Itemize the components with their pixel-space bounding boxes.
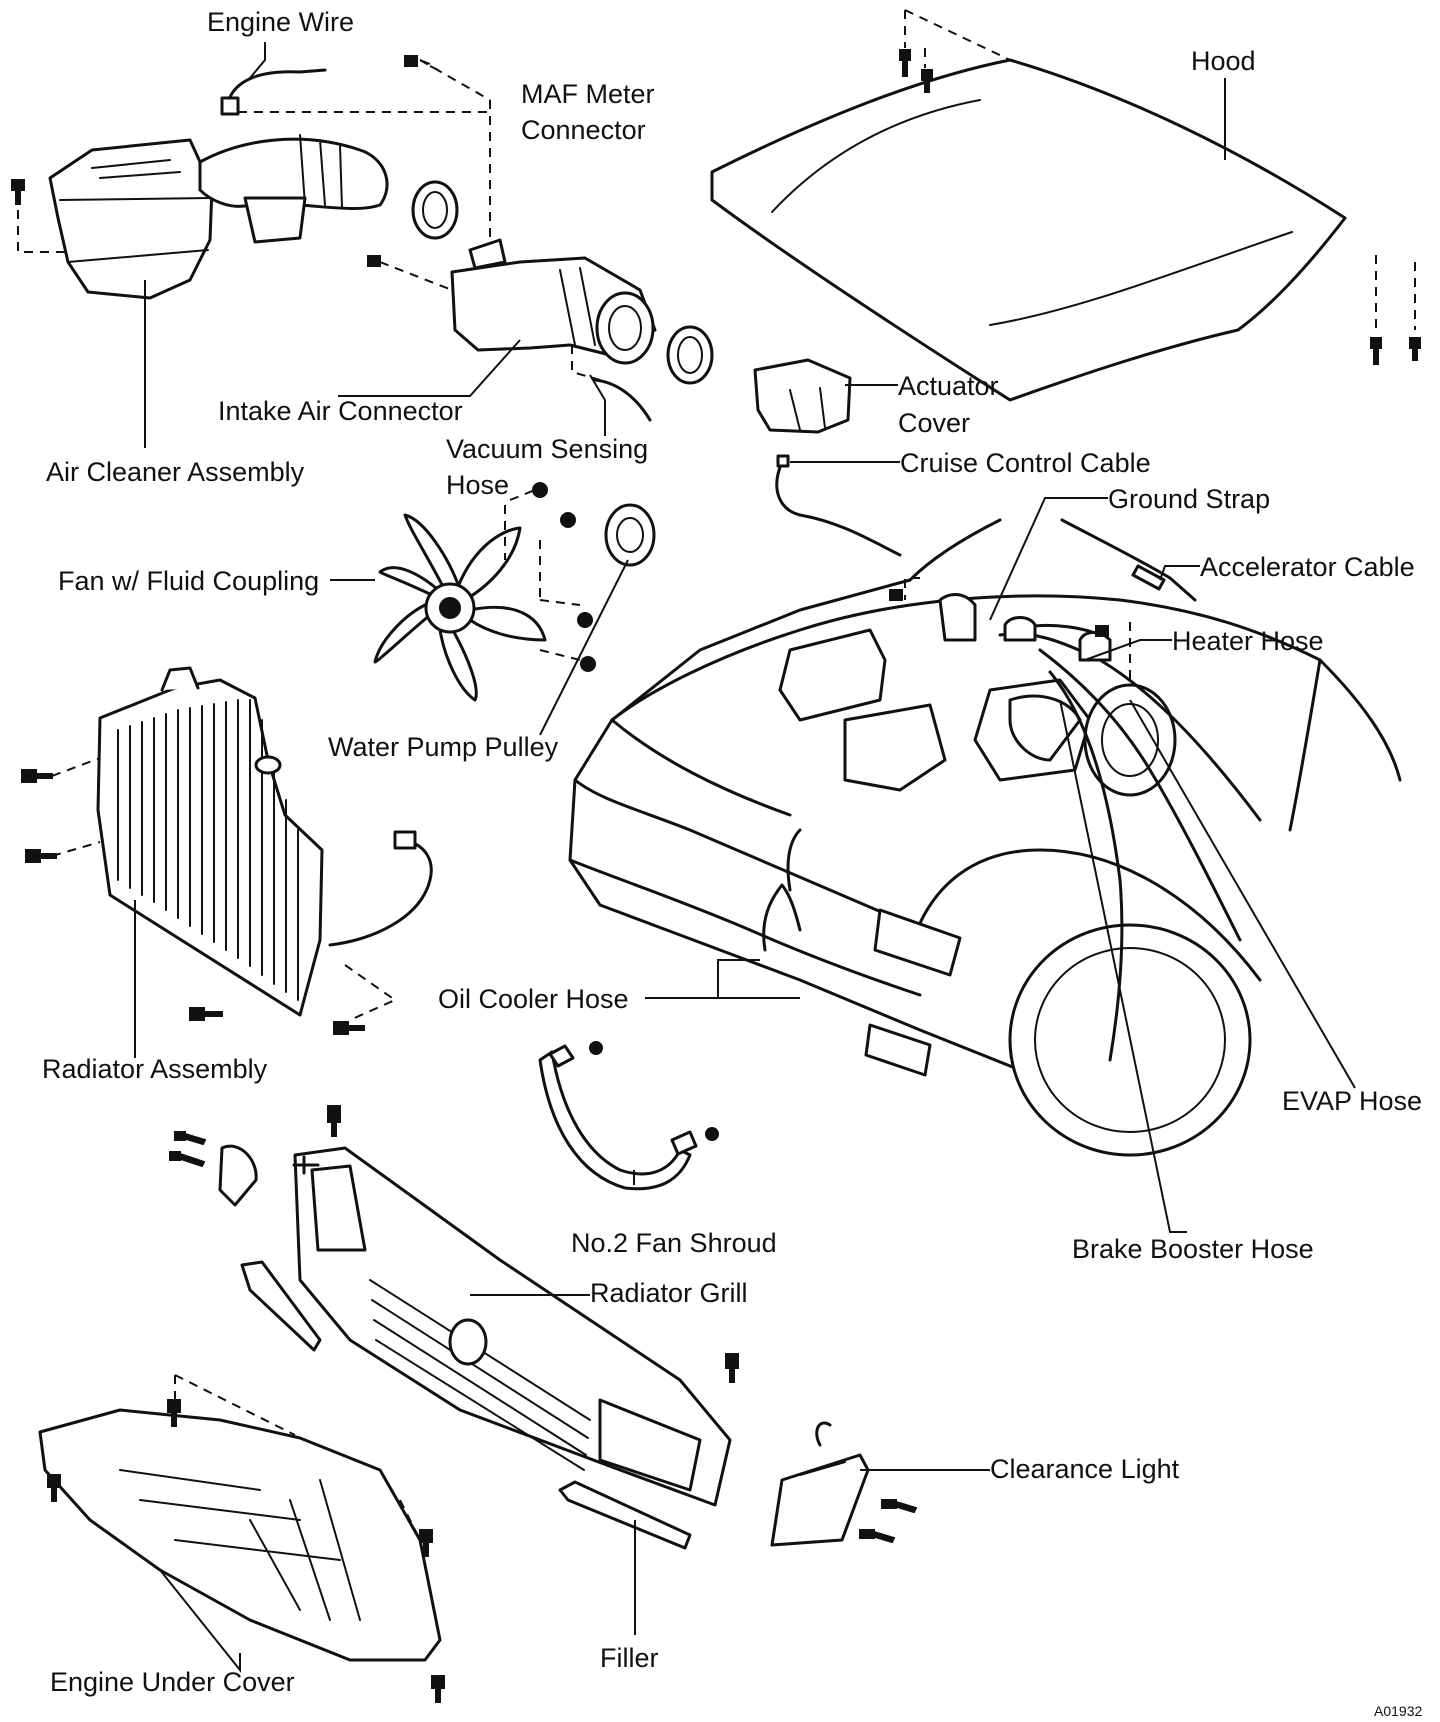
no2-fan-shroud-part <box>538 1041 719 1191</box>
grill-bolt-icon <box>327 1105 341 1137</box>
intake-bolt-icon <box>367 255 381 267</box>
fan-nut-icon <box>560 512 576 528</box>
under-cover-bolt-icon <box>431 1675 445 1703</box>
grill-bolt-icon <box>725 1353 739 1383</box>
grill-side-molding-part <box>240 1260 322 1352</box>
label-intake-air-connector: Intake Air Connector <box>218 396 463 426</box>
label-vacuum-sensing-hose-line1: Vacuum Sensing <box>446 434 648 464</box>
clearance-light-part <box>770 1421 918 1547</box>
radiator-grill-part <box>169 1105 739 1507</box>
part-labels: Engine Wire MAF Meter Connector Hood Int… <box>42 7 1422 1719</box>
actuator-cover-part <box>753 358 852 434</box>
label-clearance-light: Clearance Light <box>990 1454 1180 1484</box>
label-radiator-grill: Radiator Grill <box>590 1278 748 1308</box>
label-engine-under-cover: Engine Under Cover <box>50 1667 295 1697</box>
label-oil-cooler-hose: Oil Cooler Hose <box>438 984 629 1014</box>
vehicle-bolt-icon <box>889 589 903 601</box>
air-cleaner-bolt-icon <box>11 179 25 205</box>
label-radiator-assembly: Radiator Assembly <box>42 1054 268 1084</box>
label-actuator-cover-line1: Actuator <box>898 371 999 401</box>
fan-nut-icon <box>532 482 548 498</box>
hood-bolt-icon <box>921 69 933 93</box>
water-pump-pulley-part <box>604 503 656 567</box>
vehicle-bolt-icon <box>1095 625 1109 637</box>
label-fan-fluid-coupling: Fan w/ Fluid Coupling <box>58 566 319 596</box>
under-cover-bolt-icon <box>47 1474 61 1502</box>
fan-nut-icon <box>580 656 596 672</box>
hose-clamp-lower-part <box>666 325 714 385</box>
label-evap-hose: EVAP Hose <box>1282 1086 1422 1116</box>
air-cleaner-assembly-part <box>11 134 389 300</box>
hood-bolt-icon <box>1370 337 1382 365</box>
label-air-cleaner-assembly: Air Cleaner Assembly <box>46 457 305 487</box>
label-accelerator-cable: Accelerator Cable <box>1200 552 1415 582</box>
hood-part <box>710 9 1421 402</box>
fan-fluid-coupling-part <box>373 482 596 702</box>
radiator-bolt-icon <box>189 1007 223 1021</box>
leader-lines <box>134 42 1356 1673</box>
figure-code: A01932 <box>1374 1703 1422 1719</box>
label-water-pump-pulley: Water Pump Pulley <box>328 732 559 762</box>
clearance-light-screw-icon <box>881 1499 918 1514</box>
label-brake-booster-hose: Brake Booster Hose <box>1072 1234 1314 1264</box>
hood-bolt-icon <box>899 49 911 77</box>
shroud-nut-icon <box>589 1041 603 1055</box>
accelerator-cable-part <box>1060 518 1197 602</box>
label-cruise-control-cable: Cruise Control Cable <box>900 448 1151 478</box>
clearance-light-screw-icon <box>859 1529 896 1544</box>
label-vacuum-sensing-hose-line2: Hose <box>446 470 509 500</box>
label-no2-fan-shroud: No.2 Fan Shroud <box>571 1228 777 1258</box>
under-cover-bolt-icon <box>167 1399 181 1427</box>
hose-clamp-upper-part <box>411 180 459 240</box>
label-filler: Filler <box>600 1643 659 1673</box>
vehicle-front-part <box>568 518 1402 1157</box>
radiator-bolt-icon <box>25 849 57 863</box>
under-cover-bolt-icon <box>419 1529 433 1557</box>
shroud-nut-icon <box>705 1127 719 1141</box>
label-ground-strap: Ground Strap <box>1108 484 1270 514</box>
radiator-assembly-part <box>21 666 433 1035</box>
radiator-bolt-icon <box>21 769 53 783</box>
label-hood: Hood <box>1191 46 1256 76</box>
label-maf-meter-connector-line2: Connector <box>521 115 646 145</box>
label-engine-wire: Engine Wire <box>207 7 354 37</box>
radiator-bolt-icon <box>333 1021 365 1035</box>
filler-part <box>558 1480 692 1550</box>
maf-bolt-icon <box>404 55 439 71</box>
fan-nut-icon <box>577 612 593 628</box>
label-heater-hose: Heater Hose <box>1172 626 1324 656</box>
cruise-control-cable-part <box>775 454 902 557</box>
engine-wire-part <box>220 55 491 270</box>
label-actuator-cover-line2: Cover <box>898 408 970 438</box>
label-maf-meter-connector-line1: MAF Meter <box>521 79 655 109</box>
intake-air-connector-part <box>367 238 657 422</box>
engine-under-cover-part <box>38 1374 445 1703</box>
hood-bolt-icon <box>1409 337 1421 361</box>
